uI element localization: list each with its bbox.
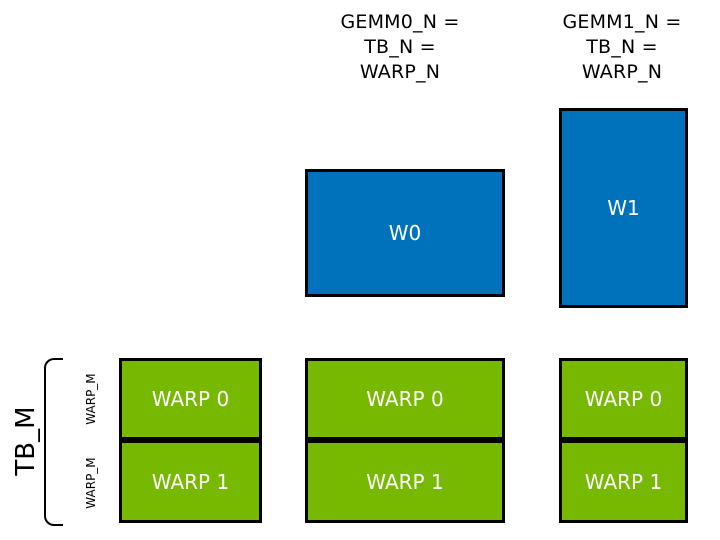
tb-m-axis-label: TB_M (11, 406, 41, 476)
blue-tile-w1: W1 (559, 108, 688, 308)
green-tile-warp0: WARP 0 (305, 358, 505, 440)
blue-tile-w0-label: W0 (388, 221, 422, 245)
blue-tile-w0: W0 (305, 169, 505, 297)
column-header-gemm0: GEMM0_N = TB_N = WARP_N (340, 11, 460, 83)
green-tile-warp1: WARP 1 (119, 440, 262, 523)
green-tile-warp0-label: WARP 0 (366, 387, 444, 411)
green-tile-warp0: WARP 0 (559, 358, 688, 440)
tb-m-bracket (44, 358, 63, 526)
green-tile-warp0-label: WARP 0 (151, 387, 230, 411)
warp-m-label-row0: WARP_M (84, 373, 98, 425)
green-tile-warp1-label: WARP 1 (584, 469, 663, 494)
blue-tile-w1-label: W1 (607, 196, 640, 220)
column-header-gemm1: GEMM1_N = TB_N = WARP_N (562, 11, 682, 83)
warp-m-label-row1: WARP_M (84, 457, 98, 509)
green-column-0: WARP 0 WARP 1 (119, 358, 262, 523)
green-tile-warp0-label: WARP 0 (584, 387, 663, 411)
green-column-2: WARP 0 WARP 1 (559, 358, 688, 523)
green-column-1: WARP 0 WARP 1 (305, 358, 505, 523)
green-tile-warp1: WARP 1 (305, 440, 505, 523)
green-tile-warp1-label: WARP 1 (151, 469, 230, 494)
green-tile-warp1: WARP 1 (559, 440, 688, 523)
green-tile-warp1-label: WARP 1 (366, 469, 444, 494)
green-tile-warp0: WARP 0 (119, 358, 262, 440)
